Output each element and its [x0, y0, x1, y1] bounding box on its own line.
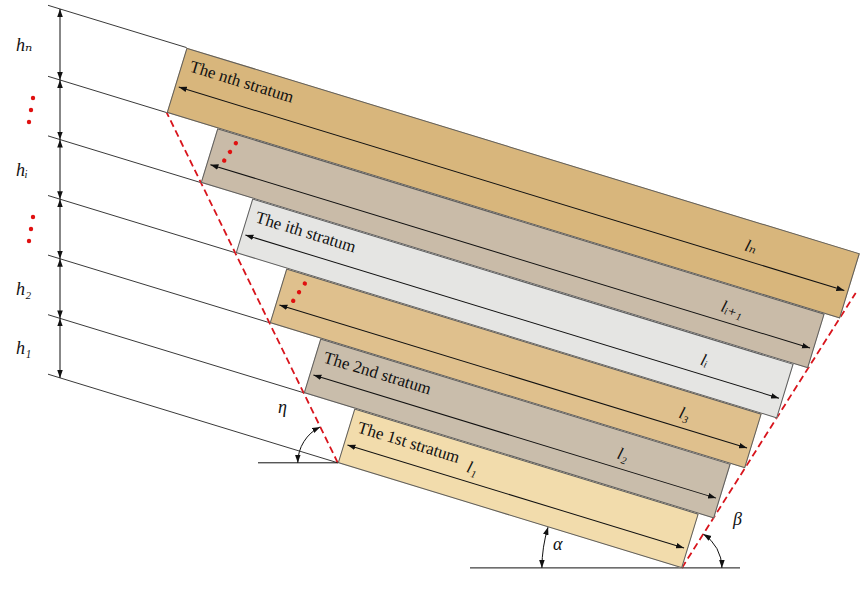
thickness-label: hᵢ [16, 159, 28, 181]
angle-label: η [278, 396, 287, 418]
thickness-label: h₁ [16, 337, 31, 359]
ellipsis-dot [221, 158, 226, 163]
ellipsis-dots [27, 96, 35, 243]
angle-label: β [733, 508, 742, 530]
ellipsis-dot [290, 298, 295, 303]
length-arrow [347, 445, 684, 548]
thickness-label: h₂ [16, 278, 31, 300]
thickness-arrows [60, 9, 61, 378]
ellipsis-dot [296, 289, 301, 294]
ellipsis-dot [227, 149, 232, 154]
angle-label: α [553, 533, 562, 555]
length-label: lᵢ₊₁ [718, 297, 745, 323]
ellipsis-dot [233, 140, 238, 145]
stratum-name: The nth stratum [187, 57, 296, 108]
ellipsis-dot [302, 281, 307, 286]
length-label: lᵢ [698, 350, 711, 371]
length-label: lₙ [742, 236, 759, 259]
length-label: l₁ [464, 457, 480, 479]
thickness-label: hₙ [16, 34, 32, 56]
length-label: l₃ [676, 403, 692, 425]
length-label: l₂ [615, 444, 631, 466]
